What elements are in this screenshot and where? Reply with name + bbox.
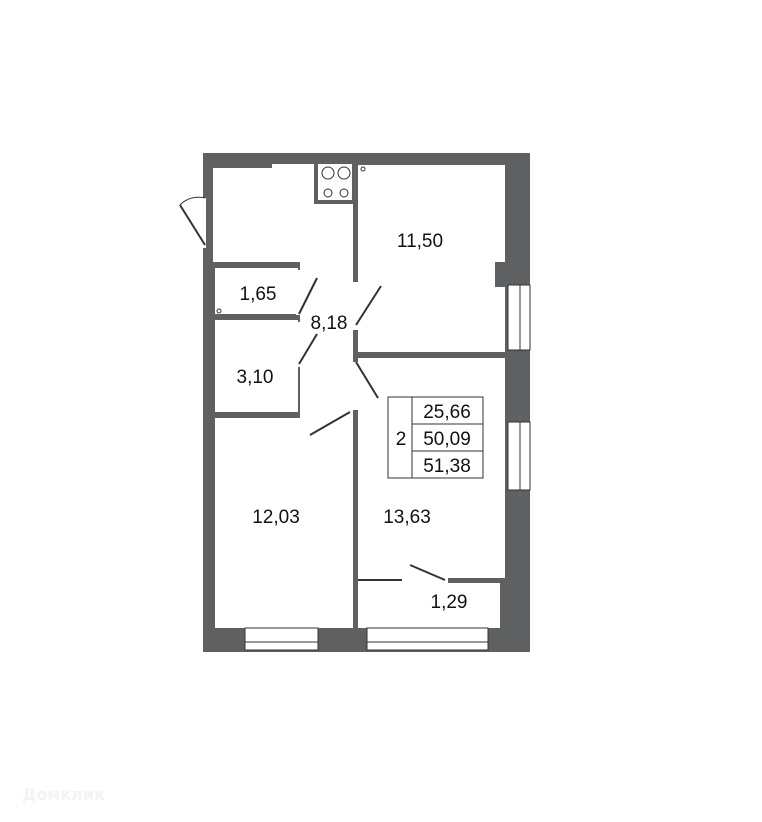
room-toilet <box>215 320 298 412</box>
room-hall-top <box>272 164 315 170</box>
balcony-door[interactable] <box>409 564 446 581</box>
window-bedroom <box>244 627 319 651</box>
pipe-icon <box>337 166 351 180</box>
room-bedroom <box>215 418 353 628</box>
total-area: 50,09 <box>423 429 471 450</box>
room-area-balcony: 1,29 <box>431 592 468 613</box>
entry-opening <box>200 198 206 248</box>
living-area: 25,66 <box>423 402 471 423</box>
entry-door[interactable] <box>179 204 206 246</box>
watermark-logo: Домклик <box>22 785 105 804</box>
room-area-bedroom: 12,03 <box>252 507 300 528</box>
room-kitchen <box>358 165 505 352</box>
pipe-icon <box>339 188 349 198</box>
bathroom-door[interactable] <box>298 277 318 315</box>
rooms-count: 2 <box>396 429 407 450</box>
pipe-icon <box>321 166 335 180</box>
window-kitchen <box>507 284 531 351</box>
living-door[interactable] <box>355 361 379 399</box>
room-bathroom <box>215 268 298 314</box>
vent-icon <box>360 166 366 172</box>
room-area-bathroom: 1,65 <box>240 284 277 305</box>
kitchen-door[interactable] <box>355 285 382 326</box>
pipe-icon <box>323 188 333 198</box>
room-corridor <box>300 262 353 418</box>
entry-door-arc <box>179 196 206 206</box>
room-balcony <box>358 583 500 628</box>
window-balcony <box>366 627 489 651</box>
toilet-door[interactable] <box>298 333 318 365</box>
room-area-living: 13,63 <box>383 507 431 528</box>
vent-icon <box>216 308 222 314</box>
room-area-toilet: 3,10 <box>237 367 274 388</box>
bedroom-door[interactable] <box>309 411 351 436</box>
room-area-kitchen: 11,50 <box>397 231 443 252</box>
room-area-hallway: 8,18 <box>311 313 348 334</box>
window-living <box>507 421 531 491</box>
summary-box: 2 25,66 50,09 51,38 <box>387 396 484 479</box>
total-area-with-balcony: 51,38 <box>423 456 471 477</box>
kitchen-pillar <box>495 262 507 287</box>
